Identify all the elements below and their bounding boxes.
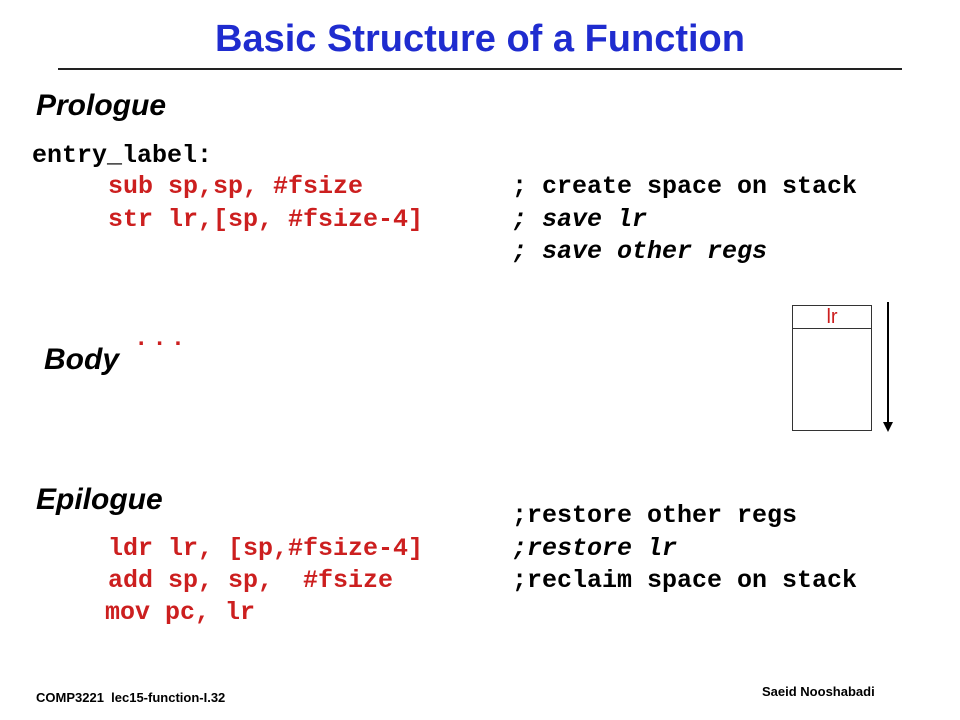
footer-course: COMP3221 lec15-function-I.32 (36, 690, 226, 705)
prologue-heading: Prologue (36, 89, 167, 122)
prologue-instr-1: sub sp,sp, #fsize (108, 172, 364, 201)
epilogue-comment-2: ;restore lr (512, 534, 678, 563)
stack-growth-arrow-icon (883, 302, 893, 432)
epilogue-comment-3: ;reclaim space on stack (512, 566, 858, 595)
epilogue-instr-2: ldr lr, [sp,#fsize-4] (108, 534, 424, 563)
stack-frame-divider (792, 328, 872, 329)
prologue-comment-2: ; save lr (512, 205, 648, 234)
slide-title: Basic Structure of a Function (215, 18, 745, 60)
prologue-instr-2: str lr,[sp, #fsize-4] (108, 205, 424, 234)
epilogue-instr-3: add sp, sp, #fsize (108, 566, 394, 595)
footer-author: Saeid Nooshabadi (762, 684, 875, 699)
epilogue-comment-1: ;restore other regs (512, 501, 798, 530)
stack-lr-label: lr (826, 306, 838, 328)
stack-frame-box (792, 305, 872, 431)
entry-label: entry_label: (32, 141, 213, 170)
title-divider (58, 68, 902, 70)
prologue-comment-3: ; save other regs (512, 237, 768, 266)
epilogue-instr-4: mov pc, lr (105, 598, 256, 627)
epilogue-heading: Epilogue (36, 483, 163, 516)
prologue-comment-1: ; create space on stack (512, 172, 858, 201)
body-ellipsis: ... (134, 326, 190, 353)
body-heading: Body (44, 343, 119, 376)
